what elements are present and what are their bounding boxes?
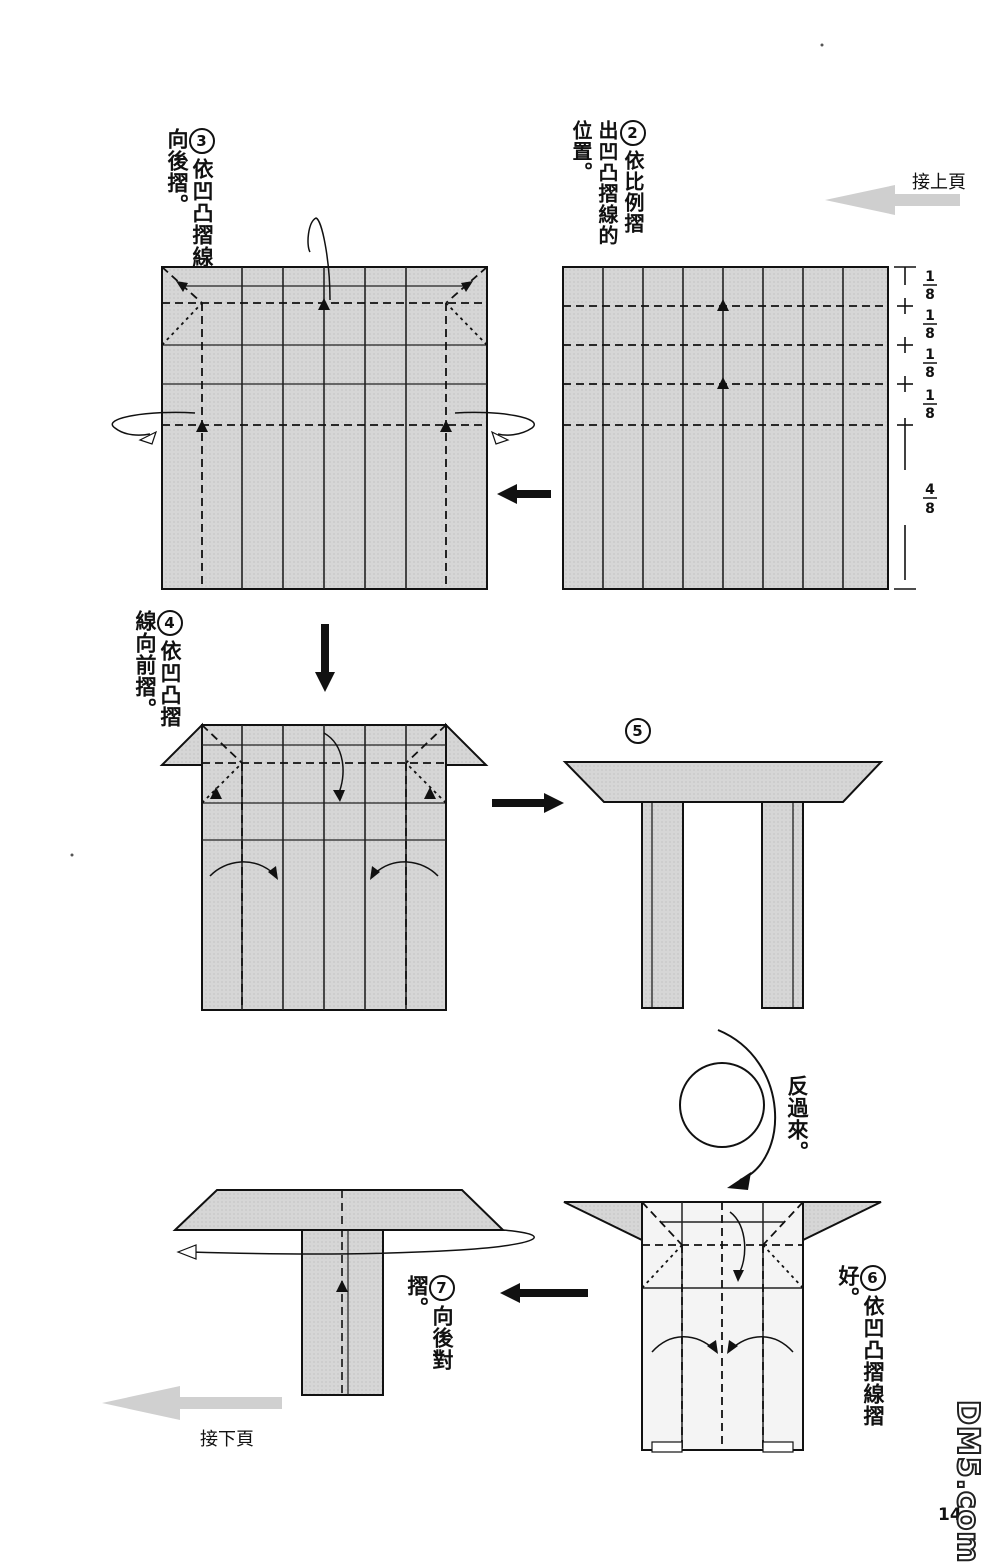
measurement-ruler bbox=[894, 266, 916, 590]
step5-number: 5 bbox=[625, 718, 651, 744]
fraction-labels: 1 8 1 8 1 8 1 8 4 8 bbox=[923, 269, 937, 517]
step2-instruction: 2依比例摺出凹凸摺線的位置。 bbox=[568, 120, 646, 250]
continue-prev-label: 接上頁 bbox=[912, 172, 966, 193]
step6-text: 依凹凸摺線摺好。 bbox=[836, 1265, 885, 1427]
step6-shape bbox=[563, 1201, 882, 1453]
svg-text:1: 1 bbox=[925, 269, 935, 285]
step3-square bbox=[111, 217, 535, 590]
step2-text: 依比例摺出凹凸摺線的位置。 bbox=[569, 120, 645, 246]
step4-shape bbox=[159, 722, 489, 1011]
site-watermark: DM5.com bbox=[949, 1399, 986, 1565]
svg-text:8: 8 bbox=[925, 287, 935, 303]
fraction-1: 1 8 bbox=[923, 269, 937, 303]
fraction-3: 1 8 bbox=[923, 347, 937, 381]
step4-number: 4 bbox=[157, 610, 183, 636]
arrow-step2-to-step3 bbox=[497, 484, 551, 504]
arrow-step4-to-step5 bbox=[492, 793, 564, 813]
svg-text:8: 8 bbox=[925, 406, 935, 422]
svg-text:8: 8 bbox=[925, 326, 935, 342]
step4-instruction: 4依凹凸摺線向前摺。 bbox=[133, 610, 183, 740]
step2-square bbox=[562, 266, 889, 590]
continue-next-label: 接下頁 bbox=[200, 1429, 254, 1450]
step3-number: 3 bbox=[189, 128, 215, 154]
flip-instruction: 反過來。 bbox=[785, 1075, 809, 1163]
step7-number: 7 bbox=[429, 1275, 455, 1301]
page-number: 14 bbox=[938, 1505, 962, 1525]
step6-instruction: 6依凹凸摺線摺好。 bbox=[836, 1265, 886, 1455]
svg-text:1: 1 bbox=[925, 388, 935, 404]
fraction-4: 1 8 bbox=[923, 388, 937, 422]
paper-specks bbox=[70, 43, 824, 857]
step4-text: 依凹凸摺線向前摺。 bbox=[133, 610, 182, 728]
step3-instruction: 3依凹凸摺線向後摺。 bbox=[165, 128, 215, 268]
continue-prev-arrow bbox=[825, 185, 960, 215]
step7-shape bbox=[172, 1189, 535, 1396]
arrow-step3-to-step4 bbox=[315, 624, 335, 692]
arrow-step6-to-step7 bbox=[500, 1283, 588, 1303]
fraction-5: 4 8 bbox=[923, 482, 937, 517]
step3-text: 依凹凸摺線向後摺。 bbox=[165, 128, 214, 268]
step5-shape bbox=[562, 761, 884, 1009]
step7-instruction: 7向後對摺。 bbox=[405, 1275, 455, 1405]
continue-next-arrow bbox=[102, 1386, 282, 1420]
svg-text:1: 1 bbox=[925, 308, 935, 324]
svg-text:4: 4 bbox=[925, 482, 935, 498]
step5-label: 5 bbox=[625, 718, 651, 758]
svg-text:8: 8 bbox=[925, 365, 935, 381]
step6-number: 6 bbox=[860, 1265, 886, 1291]
fraction-2: 1 8 bbox=[923, 308, 937, 342]
step7-text: 向後對摺。 bbox=[405, 1275, 454, 1371]
step2-number: 2 bbox=[620, 120, 646, 146]
svg-text:1: 1 bbox=[925, 347, 935, 363]
flip-over-arrow bbox=[679, 1029, 777, 1190]
svg-text:8: 8 bbox=[925, 501, 935, 517]
